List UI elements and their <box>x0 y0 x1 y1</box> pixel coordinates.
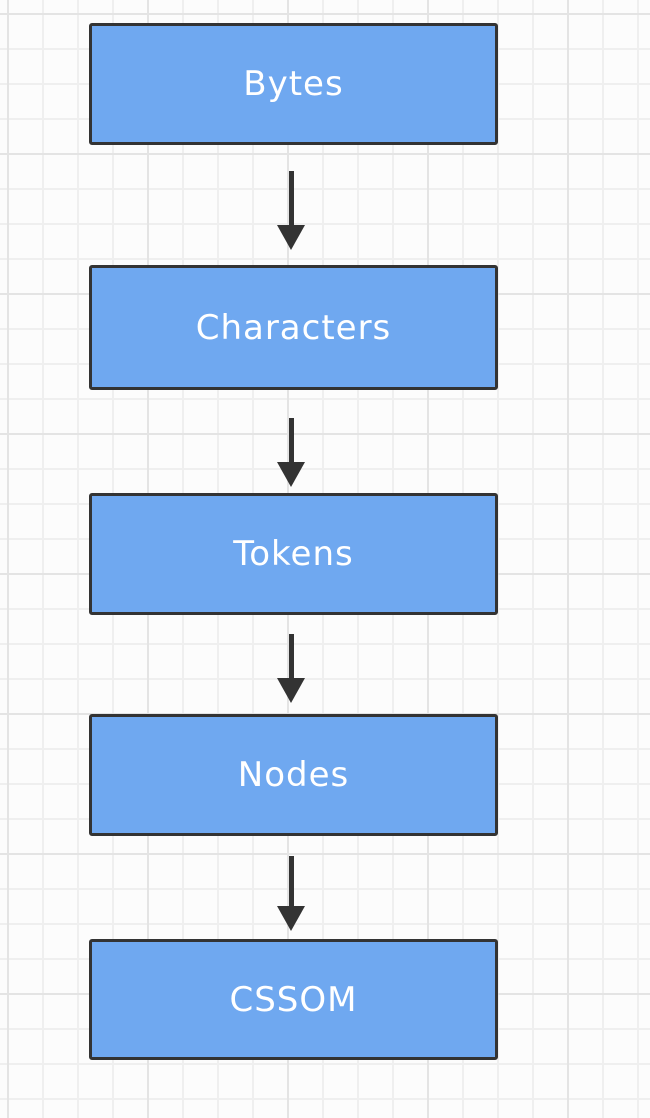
arrow-down-icon <box>277 171 305 250</box>
arrow-down-icon <box>277 856 305 931</box>
arrow-head <box>277 225 305 250</box>
flow-node-cssom: CSSOM <box>89 939 498 1060</box>
flow-node-characters: Characters <box>89 265 498 390</box>
arrow-down-icon <box>277 418 305 487</box>
arrow-stem <box>288 856 294 906</box>
flow-node-nodes: Nodes <box>89 714 498 836</box>
arrow-stem <box>288 418 294 462</box>
flow-node-cssom-label: CSSOM <box>229 979 358 1020</box>
flow-node-nodes-label: Nodes <box>237 755 350 795</box>
arrow-stem <box>288 171 294 225</box>
arrow-stem <box>288 634 294 678</box>
flow-node-tokens-label: Tokens <box>233 534 354 574</box>
arrow-head <box>277 462 305 487</box>
arrow-down-icon <box>277 634 305 703</box>
arrow-head <box>277 678 305 703</box>
flow-node-tokens: Tokens <box>89 493 498 615</box>
flow-node-bytes: Bytes <box>89 23 498 145</box>
flow-node-characters-label: Characters <box>195 307 392 348</box>
flow-node-bytes-label: Bytes <box>243 64 344 104</box>
arrow-head <box>277 906 305 931</box>
